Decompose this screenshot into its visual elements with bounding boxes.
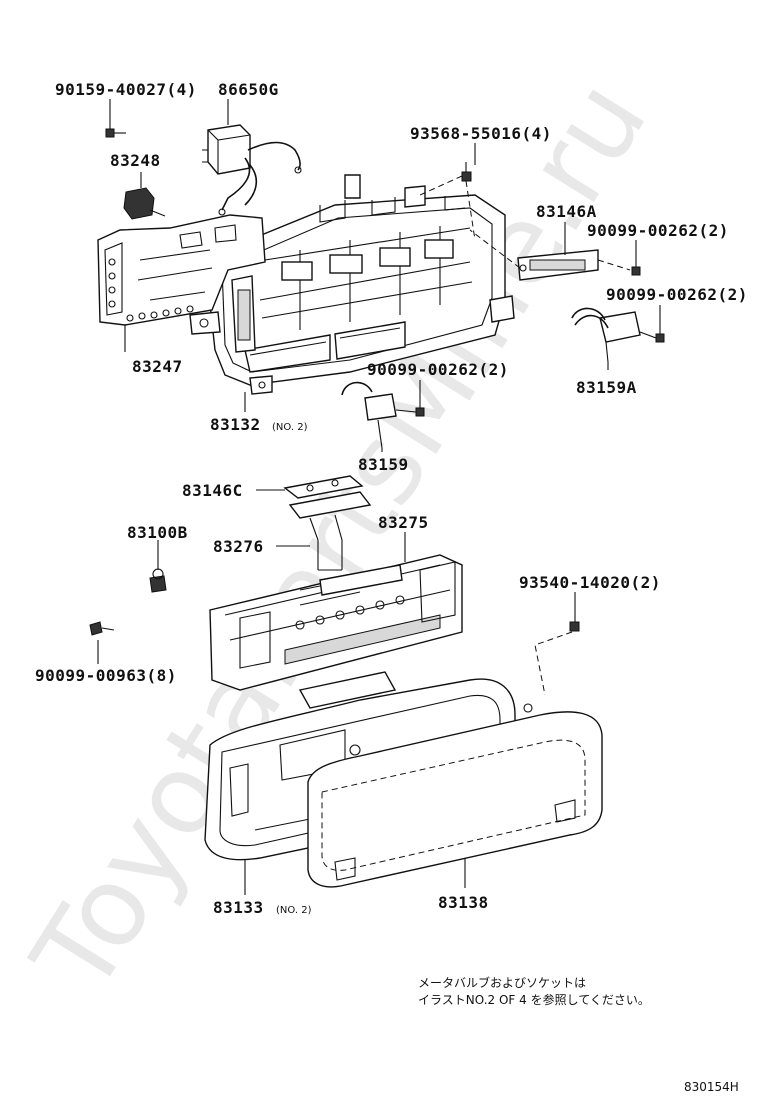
socket-83159A xyxy=(571,307,665,363)
label-83247: 83247 xyxy=(132,357,183,376)
note-line-1: メータバルブおよびソケットは xyxy=(418,975,586,990)
screw-93540 xyxy=(534,621,580,696)
label-83100B: 83100B xyxy=(127,523,188,542)
label-86650G: 86650G xyxy=(218,80,279,99)
bulb-83100B xyxy=(149,568,167,593)
label-83132: 83132 xyxy=(210,415,261,434)
housing-83132 xyxy=(189,174,515,395)
screw-90099-a xyxy=(631,266,641,276)
bracket-83146A xyxy=(469,229,631,281)
glass-83138 xyxy=(307,703,603,888)
label-90099-c: 90099-00262(2) xyxy=(367,360,509,379)
label-83276: 83276 xyxy=(213,537,264,556)
label-90159: 90159-40027(4) xyxy=(55,80,197,99)
flex-circuit-83276 xyxy=(288,491,372,571)
label-83146A: 83146A xyxy=(536,202,597,221)
screw-90099-00963 xyxy=(89,621,115,636)
diagram-code: 830154H xyxy=(684,1080,739,1094)
label-83159: 83159 xyxy=(358,455,409,474)
screw-90159 xyxy=(105,128,126,138)
label-83133-note: (NO. 2) xyxy=(276,905,312,916)
label-83146C: 83146C xyxy=(182,481,243,500)
label-93540: 93540-14020(2) xyxy=(519,573,661,592)
screw-93568 xyxy=(419,162,476,241)
label-83275: 83275 xyxy=(378,513,429,532)
socket-83248 xyxy=(123,187,166,220)
relay-86650G xyxy=(202,124,302,216)
note-line-2: イラストNO.2 OF 4 を参照してください。 xyxy=(418,992,650,1007)
reference-note: メータバルブおよびソケットは イラストNO.2 OF 4 を参照してください。 xyxy=(418,975,650,1007)
label-93568: 93568-55016(4) xyxy=(410,124,552,143)
label-83248: 83248 xyxy=(110,151,161,170)
label-83159A: 83159A xyxy=(576,378,637,397)
label-90099-a: 90099-00262(2) xyxy=(587,221,729,240)
leader-lines xyxy=(97,99,661,895)
part-labels: 90159-40027(4) 86650G 83248 93568-55016(… xyxy=(35,80,748,917)
gauge-board-83275 xyxy=(209,554,463,691)
plate-83146C xyxy=(283,475,364,499)
label-83132-note: (NO. 2) xyxy=(272,422,308,433)
circuit-plate-83247 xyxy=(97,214,266,326)
label-90099-b: 90099-00262(2) xyxy=(606,285,748,304)
label-83138: 83138 xyxy=(438,893,489,912)
label-83133: 83133 xyxy=(213,898,264,917)
label-90099-d: 90099-00963(8) xyxy=(35,666,177,685)
